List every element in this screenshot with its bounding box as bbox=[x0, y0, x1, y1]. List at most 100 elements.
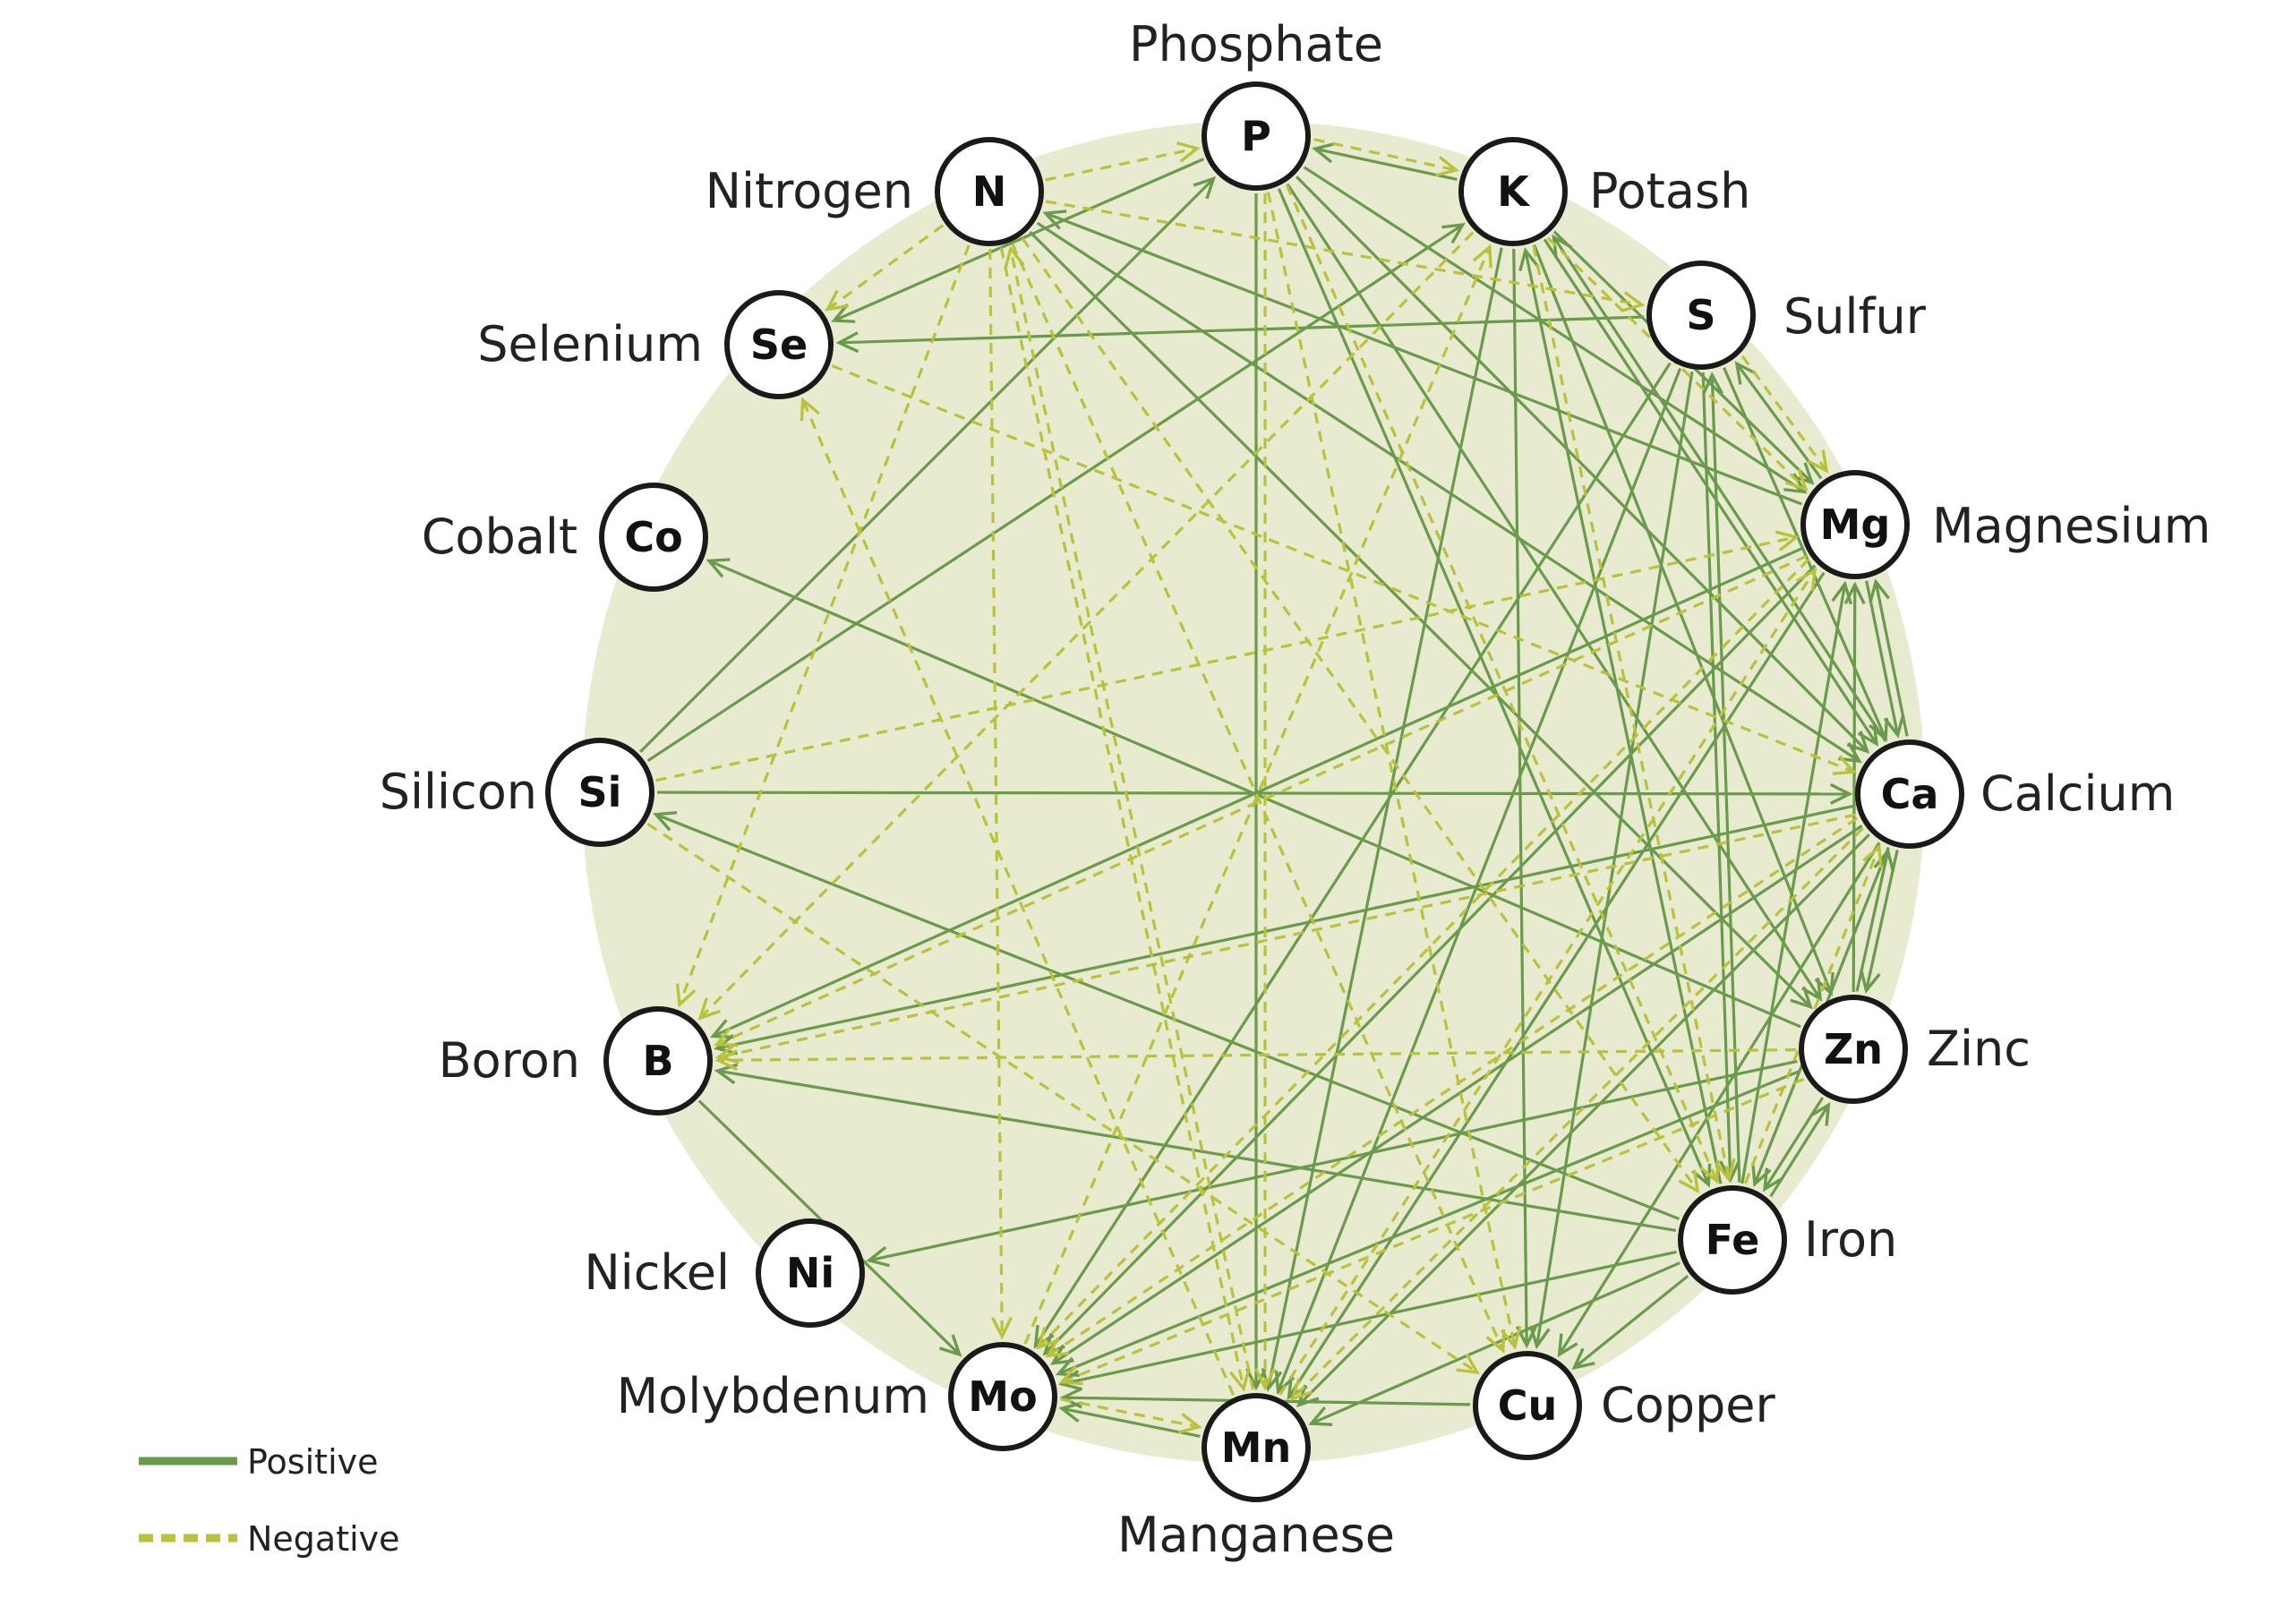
legend-positive-label: Positive bbox=[247, 1442, 379, 1482]
node-name-label: Sulfur bbox=[1783, 288, 1927, 345]
node-symbol: Ca bbox=[1881, 770, 1939, 818]
node-name-label: Molybdenum bbox=[617, 1368, 929, 1424]
node-symbol: S bbox=[1686, 291, 1715, 339]
edge-negative-n-to-fe bbox=[1021, 237, 1700, 1194]
node-symbol: N bbox=[972, 167, 1007, 216]
edge-positive-mg-to-mo bbox=[1042, 564, 1817, 1356]
node-circle bbox=[1855, 739, 1964, 849]
node-name-label: Iron bbox=[1804, 1211, 1897, 1268]
edge-negative-n-to-b bbox=[675, 244, 971, 1008]
edge-positive-k-to-ca bbox=[1543, 238, 1879, 747]
edge-positive-s-to-fe bbox=[1701, 372, 1741, 1184]
edge-positive-p-to-zn bbox=[1286, 183, 1823, 1002]
edge-positive-zn-to-ni bbox=[866, 1059, 1798, 1268]
edge-positive-k-to-cu bbox=[1512, 248, 1537, 1349]
legend-negative-label: Negative bbox=[247, 1519, 400, 1559]
node-fe: Fe Iron bbox=[1678, 1185, 1897, 1295]
node-circle bbox=[948, 1342, 1057, 1451]
node-circle bbox=[1678, 1185, 1787, 1295]
edge-negative-si-to-cu bbox=[646, 822, 1480, 1374]
node-name-label: Potash bbox=[1589, 163, 1750, 219]
edge-positive-k-to-mn bbox=[1261, 247, 1503, 1392]
edge-positive-n-to-ca bbox=[1036, 221, 1862, 764]
edge-positive-zn-to-ca bbox=[1855, 847, 1895, 992]
edge-positive-k-to-zn bbox=[1533, 244, 1834, 996]
edge-positive-fe-to-mg bbox=[1740, 580, 1853, 1184]
legend: Positive Negative bbox=[139, 1442, 400, 1559]
node-symbol: Mg bbox=[1820, 500, 1891, 549]
edge-positive-s-to-se bbox=[835, 315, 1645, 354]
node-circle bbox=[1473, 1351, 1582, 1460]
node-name-label: Nickel bbox=[584, 1244, 730, 1301]
edge-negative-s-to-mg bbox=[1740, 355, 1829, 474]
edge-positive-k-to-p bbox=[1312, 141, 1458, 182]
node-symbol: Cu bbox=[1498, 1381, 1558, 1430]
node-name-label: Phosphate bbox=[1129, 16, 1383, 73]
node-name-label: Boron bbox=[439, 1032, 580, 1089]
edge-positive-ca-to-mg bbox=[1869, 578, 1909, 737]
edge-negative-ca-to-mo bbox=[1045, 816, 1859, 1358]
edge-positive-ca-to-b bbox=[714, 804, 1854, 1056]
edge-negative-n-to-mo bbox=[988, 248, 1013, 1340]
node-se: Se Selenium bbox=[477, 290, 834, 399]
edge-positive-ca-to-zn bbox=[1860, 850, 1899, 994]
node-name-label: Selenium bbox=[477, 316, 703, 372]
node-circle bbox=[756, 1218, 865, 1328]
edge-negative-n-to-mn bbox=[999, 247, 1251, 1392]
edge-positive-ca-to-mn bbox=[1296, 833, 1870, 1408]
node-symbol: K bbox=[1497, 167, 1531, 216]
node-circle bbox=[599, 483, 708, 592]
edge-negative-fe-to-ca bbox=[1743, 843, 1883, 1184]
edge-negative-mg-to-mo bbox=[1036, 558, 1810, 1350]
node-symbol: Se bbox=[750, 321, 808, 369]
edge-negative-k-to-fe bbox=[1532, 245, 1736, 1183]
node-name-label: Silicon bbox=[380, 764, 537, 820]
edge-negative-n-to-p bbox=[1045, 141, 1201, 182]
edge-negative-p-to-fe bbox=[1286, 184, 1720, 1184]
node-symbol: Si bbox=[578, 768, 622, 816]
node-circle bbox=[603, 1006, 713, 1115]
node-name-label: Zinc bbox=[1927, 1021, 2031, 1077]
edge-negative-ca-to-b bbox=[715, 813, 1856, 1064]
edge-positive-mg-to-ca bbox=[1865, 580, 1905, 739]
edge-negative-mo-to-mn bbox=[1060, 1397, 1202, 1434]
edge-positive-s-to-mn bbox=[1274, 367, 1682, 1395]
edge-positive-fe-to-s bbox=[1701, 372, 1741, 1183]
node-circle bbox=[1800, 470, 1910, 579]
edge-negative-se-to-ca bbox=[831, 364, 1857, 775]
node-s: S Sulfur bbox=[1646, 261, 1927, 370]
node-name-label: Nitrogen bbox=[706, 163, 913, 219]
edge-positive-zn-to-mo bbox=[1055, 1069, 1801, 1378]
edge-positive-mn-to-mo bbox=[1058, 1401, 1201, 1438]
node-symbol: P bbox=[1241, 112, 1271, 160]
edge-negative-mn-to-n bbox=[1004, 245, 1255, 1390]
edge-negative-k-to-b bbox=[697, 231, 1475, 1021]
edge-positive-ca-to-k bbox=[1552, 234, 1887, 742]
edge-positive-p-to-se bbox=[831, 158, 1204, 323]
edge-positive-mg-to-n bbox=[1042, 209, 1802, 506]
edge-positive-zn-to-co bbox=[706, 558, 1801, 1029]
edge-negative-zn-to-mo bbox=[1058, 1077, 1805, 1386]
edge-negative-mn-to-se bbox=[800, 397, 1236, 1396]
node-circle bbox=[1646, 261, 1756, 370]
node-circle bbox=[724, 290, 834, 399]
edge-positive-mg-to-mn bbox=[1287, 571, 1826, 1400]
edge-positive-fe-to-si bbox=[653, 811, 1681, 1220]
node-mg: Mg Magnesium bbox=[1800, 470, 2211, 579]
edge-positive-si-to-k bbox=[646, 222, 1466, 763]
node-circle bbox=[545, 738, 654, 847]
edge-positive-mg-to-s bbox=[1734, 361, 1823, 480]
node-symbol: Fe bbox=[1706, 1216, 1760, 1264]
node-circle bbox=[1458, 137, 1568, 246]
edge-positive-fe-to-cu bbox=[1571, 1274, 1689, 1371]
node-name-label: Magnesium bbox=[1932, 498, 2211, 554]
edge-positive-zn-to-mg bbox=[1843, 581, 1866, 993]
edge-negative-n-to-s bbox=[1045, 200, 1646, 312]
